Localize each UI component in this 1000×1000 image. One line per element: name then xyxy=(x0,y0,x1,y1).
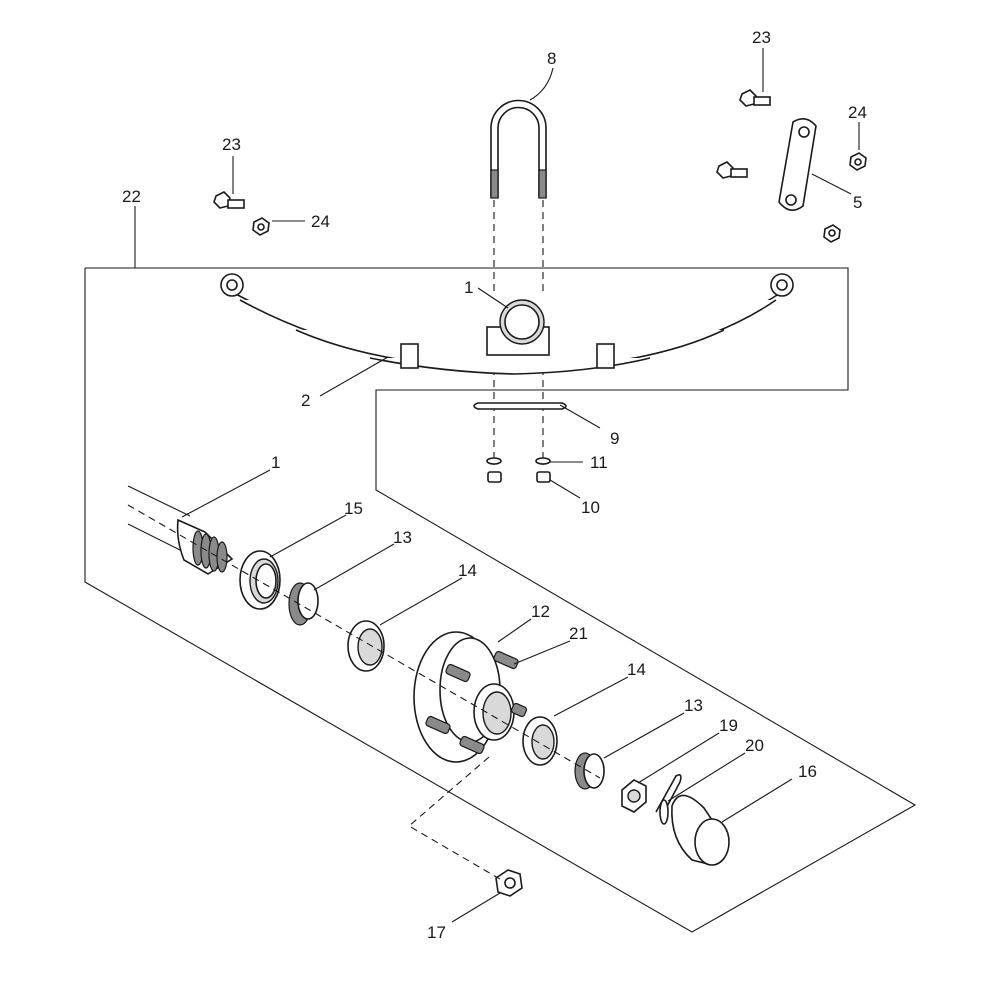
leader-lines xyxy=(134,48,860,923)
callout-dust-cap: 16 xyxy=(798,762,817,781)
wheel-hub xyxy=(413,631,528,763)
callout-leaf-spring: 2 xyxy=(301,391,310,410)
shackle-bolt-right-upper xyxy=(739,89,771,107)
inner-bearing-cone xyxy=(288,582,319,626)
axle-assembly-frame xyxy=(84,267,917,933)
callout-axle: 1 xyxy=(271,453,280,472)
u-bolt-nuts xyxy=(487,471,551,483)
callout-shackle-bolt-right: 23 xyxy=(752,28,771,47)
callout-spindle-washer: 20 xyxy=(745,736,764,755)
shackle-bolt-left xyxy=(213,191,245,209)
shackle-nut-right-lower xyxy=(823,224,841,243)
callout-hub: 12 xyxy=(531,602,550,621)
callout-shackle-nut-right: 24 xyxy=(848,103,867,122)
callout-shackle-nut-left: 24 xyxy=(311,212,330,231)
spring-axle-tube xyxy=(499,299,545,345)
dust-cap xyxy=(671,794,730,866)
callout-bearing-cone-outer: 13 xyxy=(684,696,703,715)
outer-bearing-cup xyxy=(522,716,558,766)
callout-axle-assembly: 22 xyxy=(122,187,141,206)
callout-shackle-plate: 5 xyxy=(853,193,862,212)
callout-bearing-cup-outer: 14 xyxy=(627,660,646,679)
spindle-washer xyxy=(659,799,669,825)
callout-shackle-bolt-left: 23 xyxy=(222,135,241,154)
callout-lock-washer: 11 xyxy=(590,453,608,472)
callout-bearing-cup-inner: 14 xyxy=(458,561,477,580)
callout-hex-nut: 10 xyxy=(581,498,600,517)
inner-bearing-cup xyxy=(347,620,385,672)
callout-bearing-cone-inner: 13 xyxy=(393,528,412,547)
shackle-nut-right-upper xyxy=(849,152,867,171)
callout-lug-nut: 17 xyxy=(427,923,446,942)
tie-plate xyxy=(473,402,567,410)
callout-spring-tube: 1 xyxy=(464,278,473,297)
shackle-nut-left xyxy=(252,217,270,236)
wheel-studs xyxy=(425,650,528,755)
callout-cotter-pin: 19 xyxy=(719,716,738,735)
shackle-plate xyxy=(778,118,817,211)
callout-labels: 22 23 24 8 23 24 5 1 2 9 11 10 1 15 13 1… xyxy=(122,28,867,942)
grease-seal xyxy=(239,550,281,610)
lug-nut xyxy=(495,869,523,897)
shackle-bolt-right-lower xyxy=(716,161,748,179)
callout-tie-plate: 9 xyxy=(610,429,619,448)
callout-grease-seal: 15 xyxy=(344,499,363,518)
outer-bearing-cone xyxy=(574,752,605,790)
axle-tube xyxy=(127,485,234,575)
callout-u-bolt: 8 xyxy=(547,49,556,68)
castle-nut xyxy=(621,779,647,813)
callout-wheel-stud: 21 xyxy=(569,624,588,643)
u-bolt xyxy=(490,99,547,465)
lock-washers xyxy=(486,457,551,465)
